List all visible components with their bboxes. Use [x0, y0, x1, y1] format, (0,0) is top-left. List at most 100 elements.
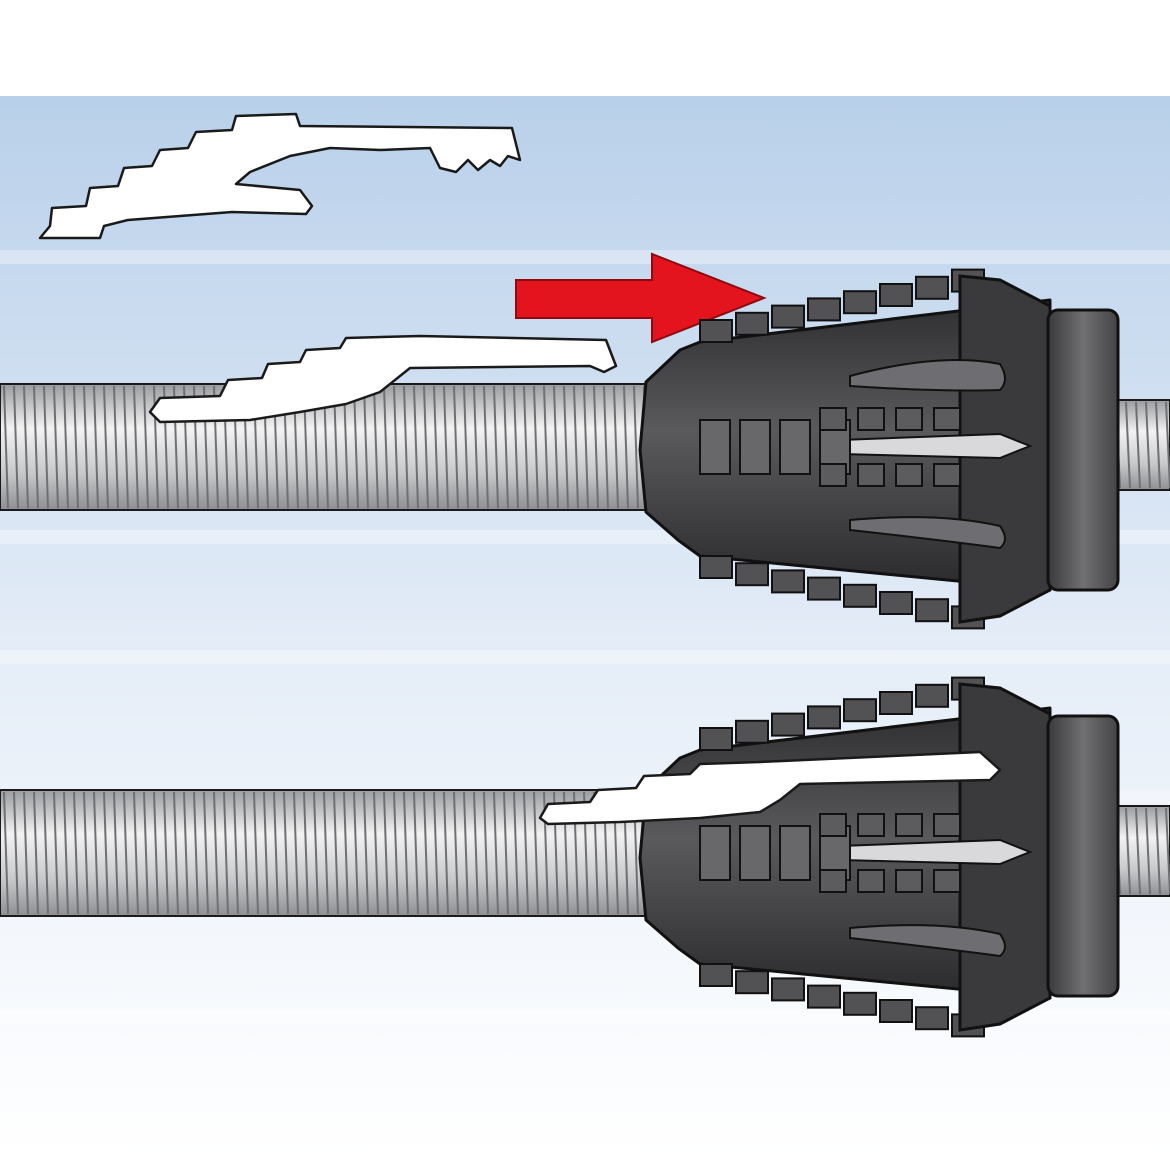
thread-line — [473, 791, 479, 915]
thread-line — [13, 791, 19, 915]
thread-line — [73, 385, 79, 509]
thread-line — [523, 791, 529, 915]
sleeve-rib — [857, 813, 885, 837]
sleeve-rib — [857, 407, 885, 431]
thread-line — [93, 791, 99, 915]
sleeve-tooth — [843, 698, 877, 723]
thread-line — [83, 385, 89, 509]
thread-line — [503, 385, 509, 509]
thread-line — [553, 385, 559, 509]
thread-line — [143, 791, 149, 915]
thread-line — [513, 791, 519, 915]
background-band — [0, 1010, 1170, 1024]
sleeve-tooth — [735, 970, 769, 995]
thread-line — [63, 385, 69, 509]
sleeve-rib — [895, 813, 923, 837]
sleeve-rib — [933, 407, 961, 431]
thread-line — [423, 791, 429, 915]
assembly-step-2 — [0, 676, 1170, 1038]
sleeve-rib — [739, 419, 771, 475]
thread-line — [143, 385, 149, 509]
sleeve-rib — [819, 813, 847, 837]
background-band — [0, 250, 1170, 264]
thread-line — [123, 791, 129, 915]
thread-line — [63, 791, 69, 915]
thread-line — [563, 385, 569, 509]
thread-line — [263, 791, 269, 915]
thread-line — [463, 385, 469, 509]
thread-line — [1155, 401, 1161, 489]
thread-line — [73, 791, 79, 915]
thread-line — [413, 791, 419, 915]
thread-line — [373, 791, 379, 915]
thread-line — [113, 791, 119, 915]
sleeve-tooth — [735, 719, 769, 744]
clip-sliding — [148, 334, 618, 424]
thread-line — [173, 791, 179, 915]
thread-line — [1155, 807, 1161, 895]
sleeve-rib — [933, 869, 961, 893]
thread-line — [343, 791, 349, 915]
thread-line — [333, 791, 339, 915]
thread-line — [503, 791, 509, 915]
sleeve-tooth — [699, 319, 733, 343]
sleeve-rib — [699, 419, 731, 475]
sleeve-tooth — [807, 576, 841, 601]
thread-line — [123, 385, 129, 509]
thread-line — [1145, 807, 1151, 895]
thread-line — [293, 791, 299, 915]
sleeve-tooth — [807, 705, 841, 730]
thread-line — [353, 385, 359, 509]
thread-line — [383, 791, 389, 915]
thread-line — [483, 791, 489, 915]
thread-line — [423, 385, 429, 509]
sleeve-tooth — [879, 999, 913, 1023]
thread-line — [363, 385, 369, 509]
sleeve-rib — [857, 463, 885, 487]
sleeve-tooth — [771, 569, 805, 594]
sleeve-rib — [933, 463, 961, 487]
clip-seated — [538, 750, 1002, 826]
thread-line — [183, 791, 189, 915]
thread-line — [493, 791, 499, 915]
thread-line — [1125, 807, 1131, 895]
sleeve-rib — [819, 407, 847, 431]
sleeve-tooth — [879, 283, 913, 307]
thread-line — [53, 791, 59, 915]
thread-line — [533, 385, 539, 509]
sleeve-slot — [849, 359, 1006, 392]
thread-line — [353, 791, 359, 915]
sleeve-tooth — [915, 683, 949, 708]
thread-line — [413, 385, 419, 509]
thread-line — [93, 385, 99, 509]
thread-line — [443, 791, 449, 915]
sleeve-tooth — [915, 275, 949, 300]
thread-line — [363, 791, 369, 915]
thread-line — [433, 385, 439, 509]
thread-line — [403, 791, 409, 915]
sleeve-rib — [895, 407, 923, 431]
sleeve-rib — [895, 463, 923, 487]
thread-line — [283, 791, 289, 915]
thread-line — [383, 385, 389, 509]
thread-line — [203, 791, 209, 915]
sleeve-cap — [1046, 308, 1120, 592]
sleeve-rib — [819, 463, 847, 487]
sleeve-teeth-bottom — [699, 555, 985, 630]
thread-line — [443, 385, 449, 509]
sleeve-slot — [849, 924, 1006, 958]
thread-line — [3, 385, 9, 509]
thread-line — [273, 791, 279, 915]
thread-line — [53, 385, 59, 509]
thread-line — [233, 791, 239, 915]
thread-line — [13, 385, 19, 509]
top-margin — [0, 0, 1170, 96]
sleeve-tooth — [771, 304, 805, 329]
thread-line — [253, 791, 259, 915]
thread-line — [133, 385, 139, 509]
thread-line — [243, 791, 249, 915]
rod-threads — [3, 791, 659, 915]
thread-line — [473, 385, 479, 509]
